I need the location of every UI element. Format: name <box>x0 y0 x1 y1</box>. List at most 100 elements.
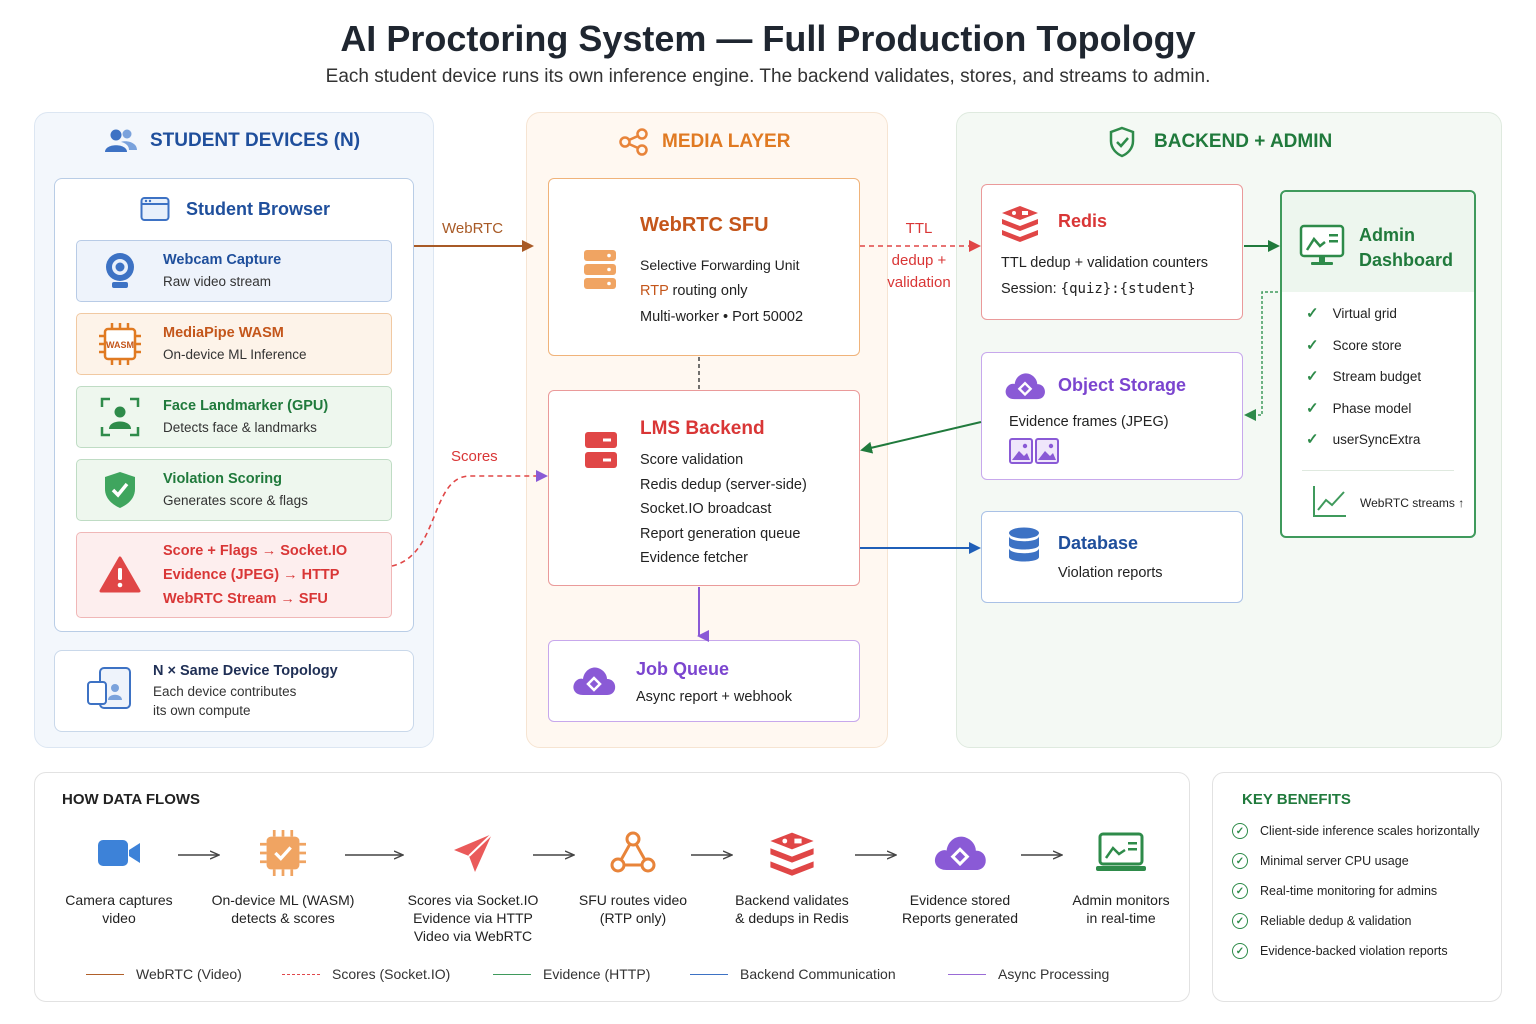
shield-icon <box>1109 126 1135 158</box>
browser-window-icon <box>140 197 170 221</box>
lms-backend-box <box>548 390 860 586</box>
legend-async: Async Processing <box>948 966 1109 982</box>
database-sub: Violation reports <box>1058 565 1163 581</box>
legend-line <box>282 973 320 975</box>
check-circle-icon: ✓ <box>1232 823 1248 839</box>
violation-scoring-item: Violation Scoring Generates score & flag… <box>76 459 392 521</box>
check-circle-icon: ✓ <box>1232 883 1248 899</box>
benefit-item: ✓Client-side inference scales horizontal… <box>1232 823 1480 839</box>
warning-icon <box>99 556 141 593</box>
webcam-icon <box>106 253 134 288</box>
database-icon <box>1009 527 1039 562</box>
flow-step-backend: Backend validates& dedups in Redis <box>707 825 877 927</box>
legend-line <box>948 973 986 975</box>
users-icon <box>105 129 137 152</box>
cloud-storage-icon <box>1005 373 1045 400</box>
redis-details: TTL dedup + validation counters Session:… <box>1001 255 1209 297</box>
video-camera-icon <box>98 840 140 866</box>
outputs-item: Score + Flags → Socket.IO Evidence (JPEG… <box>76 532 392 618</box>
webcam-capture-item: Webcam Capture Raw video stream <box>76 240 392 302</box>
flow-step-sfu: SFU routes video(RTP only) <box>548 825 718 927</box>
legend-backend: Backend Communication <box>690 966 896 982</box>
paper-plane-icon <box>454 833 493 872</box>
how-data-flows-heading: HOW DATA FLOWS <box>62 791 201 808</box>
network-nodes-icon <box>610 831 656 873</box>
scores-label: Scores <box>451 448 498 465</box>
check-circle-icon: ✓ <box>1232 913 1248 929</box>
check-icon: ✓ <box>1306 305 1319 322</box>
server-icon <box>585 432 617 468</box>
check-icon: ✓ <box>1306 431 1319 448</box>
media-layer-heading: MEDIA LAYER <box>618 128 790 156</box>
redis-icon <box>1002 206 1038 242</box>
server-stack-icon <box>584 250 616 289</box>
webrtc-label: WebRTC <box>442 220 504 237</box>
key-benefits-heading: KEY BENEFITS <box>1242 791 1351 808</box>
svg-text:WASM: WASM <box>106 340 134 350</box>
student-devices-heading: STUDENT DEVICES (N) <box>104 128 360 154</box>
student-browser-header: Student Browser <box>140 196 330 222</box>
dashboard-monitor-icon <box>1299 224 1345 265</box>
benefit-item: ✓Evidence-backed violation reports <box>1232 943 1448 959</box>
how-data-flows-panel <box>34 772 1190 1002</box>
admin-item-virtual-grid: ✓Virtual grid <box>1306 305 1397 322</box>
check-circle-icon: ✓ <box>1232 853 1248 869</box>
admin-item-usersyncextra: ✓userSyncExtra <box>1306 431 1421 448</box>
redis-title: Redis <box>1058 211 1108 231</box>
legend-webrtc: WebRTC (Video) <box>86 966 242 982</box>
share-nodes-icon <box>619 128 648 156</box>
processor-icon <box>260 830 306 876</box>
legend-line <box>493 973 531 975</box>
admin-item-score-store: ✓Score store <box>1306 337 1402 354</box>
webrtc-sfu-title: WebRTC SFU <box>640 214 769 236</box>
webrtc-streams-label: WebRTC streams ↑ <box>1360 496 1465 510</box>
shield-check-icon <box>105 472 135 508</box>
cloud-sync-icon <box>573 667 616 695</box>
benefit-item: ✓Real-time monitoring for admins <box>1232 883 1437 899</box>
trend-chart-icon <box>1313 486 1346 517</box>
admin-storage-link <box>1244 291 1278 421</box>
scores-arrow <box>391 470 548 567</box>
redis-stack-icon <box>770 832 814 876</box>
lms-backend-lines: Score validation Redis dedup (server-sid… <box>640 452 807 566</box>
mediapipe-wasm-item: WASM MediaPipe WASM On-device ML Inferen… <box>76 313 392 375</box>
legend-line <box>690 973 728 975</box>
legend-scores: Scores (Socket.IO) <box>282 966 450 982</box>
check-icon: ✓ <box>1306 337 1319 354</box>
webrtc-sfu-details: Selective Forwarding Unit RTP routing on… <box>640 257 804 325</box>
database-title: Database <box>1058 533 1139 553</box>
check-icon: ✓ <box>1306 368 1319 385</box>
evidence-arrow <box>860 421 982 454</box>
benefit-item: ✓Reliable dedup & validation <box>1232 913 1412 929</box>
benefit-item: ✓Minimal server CPU usage <box>1232 853 1409 869</box>
admin-item-stream-budget: ✓Stream budget <box>1306 368 1422 385</box>
job-queue-text: Job Queue Async report + webhook <box>636 659 792 705</box>
object-storage-title: Object Storage <box>1058 375 1187 395</box>
face-scan-icon <box>100 397 140 437</box>
key-benefits-panel <box>1212 772 1502 1002</box>
legend-evidence: Evidence (HTTP) <box>493 966 650 982</box>
admin-dashboard-title: Admin Dashboard <box>1359 225 1454 270</box>
backend-admin-heading: BACKEND + ADMIN <box>1108 126 1332 158</box>
page-subtitle: Each student device runs its own inferen… <box>325 66 1211 87</box>
face-landmarker-item: Face Landmarker (GPU) Detects face & lan… <box>76 386 392 448</box>
n-device-text: N × Same Device Topology Each device con… <box>153 663 338 718</box>
chip-icon: WASM <box>99 323 141 365</box>
laptop-monitor-icon <box>1096 832 1146 871</box>
page-title: AI Proctoring System — Full Production T… <box>340 18 1196 59</box>
check-icon: ✓ <box>1306 400 1319 417</box>
object-storage-sub: Evidence frames (JPEG) <box>1009 414 1169 430</box>
redis-box <box>981 184 1243 320</box>
image-gallery-icon <box>1009 438 1059 464</box>
cloud-icon <box>934 836 986 871</box>
admin-item-phase-model: ✓Phase model <box>1306 400 1412 417</box>
devices-icon <box>87 667 131 709</box>
lms-backend-title: LMS Backend <box>640 418 765 439</box>
